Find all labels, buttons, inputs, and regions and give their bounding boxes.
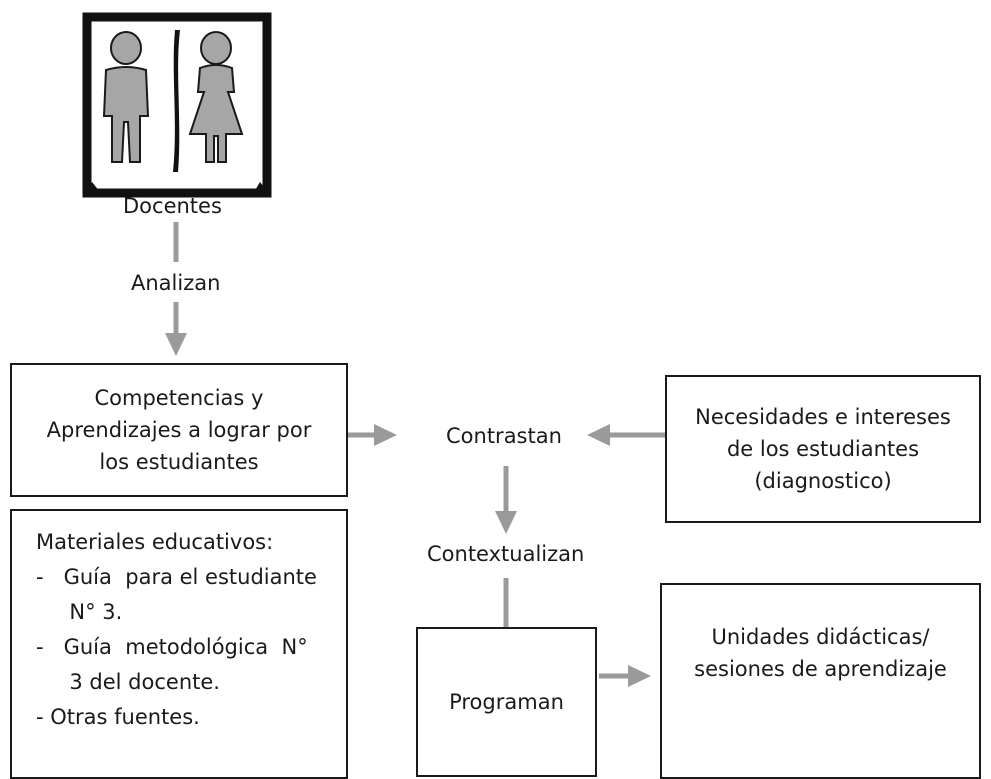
- programan-label: Programan: [449, 690, 564, 714]
- teachers-restroom-icon: [82, 12, 272, 198]
- necesidades-line-3: (diagnostico): [754, 469, 892, 493]
- competencias-box: Competencias y Aprendizajes a lograr por…: [10, 363, 348, 497]
- contextualizan-label: Contextualizan: [427, 542, 585, 566]
- materiales-item-3: - Otras fuentes.: [36, 705, 200, 729]
- necesidades-line-1: Necesidades e intereses: [695, 405, 951, 429]
- necesidades-line-2: de los estudiantes: [726, 437, 920, 461]
- competencias-line-2: Aprendizajes a lograr por: [46, 418, 312, 442]
- materiales-item-2-cont: 3 del docente.: [36, 670, 220, 694]
- contrastan-label: Contrastan: [446, 424, 562, 448]
- unidades-line-1: Unidades didácticas/: [711, 625, 930, 649]
- materiales-heading: Materiales educativos:: [36, 530, 274, 554]
- competencias-line-1: Competencias y: [94, 386, 264, 410]
- unidades-box: Unidades didácticas/ sesiones de aprendi…: [660, 583, 981, 779]
- unidades-line-2: sesiones de aprendizaje: [694, 657, 947, 681]
- necesidades-box: Necesidades e intereses de los estudiant…: [665, 375, 981, 523]
- materiales-box: Materiales educativos: - Guía para el es…: [10, 509, 348, 779]
- analizan-label: Analizan: [131, 271, 221, 295]
- materiales-item-1-cont: N° 3.: [36, 600, 123, 624]
- materiales-item-2: - Guía metodológica N°: [36, 635, 308, 659]
- materiales-item-1: - Guía para el estudiante: [36, 565, 317, 589]
- competencias-line-3: los estudiantes: [99, 450, 259, 474]
- programan-box: Programan: [416, 627, 597, 777]
- docentes-label: Docentes: [123, 194, 222, 218]
